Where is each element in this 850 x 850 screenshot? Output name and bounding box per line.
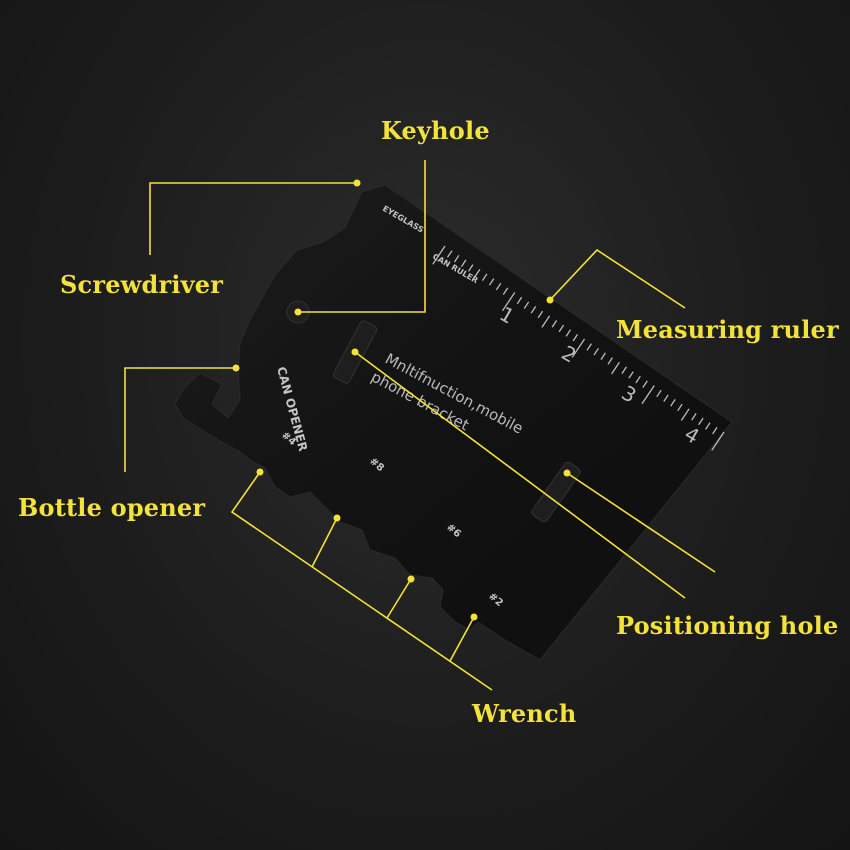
callout-dots <box>232 179 571 621</box>
screwdriver-dot <box>353 179 361 187</box>
positioning-dot-a <box>351 348 359 356</box>
ruler-tick <box>571 338 586 358</box>
ruler-tick <box>691 413 697 421</box>
ruler-ticks <box>432 245 725 451</box>
ruler-tick <box>551 320 558 328</box>
ruler-tick <box>453 254 460 263</box>
ruler-tick <box>705 422 711 430</box>
ruler-tick <box>537 310 544 319</box>
wrench-tick-2 <box>386 578 412 619</box>
callout-keyhole: Keyhole <box>381 116 490 145</box>
ruler-tick <box>600 352 606 360</box>
ruler-tick <box>635 375 641 384</box>
ruler-tick <box>501 292 516 312</box>
ruler-tick <box>467 264 474 272</box>
ruler-tick <box>621 366 627 374</box>
ruler-tick <box>711 431 725 451</box>
wrench-dot-1 <box>256 468 264 476</box>
ruler-tick <box>663 394 669 402</box>
bottle-opener-leader <box>124 367 236 472</box>
ruler-tick <box>516 296 523 305</box>
card-body <box>174 184 733 661</box>
ruler-tick <box>488 278 495 286</box>
wrench-dot-4 <box>470 613 478 621</box>
ruler-tick <box>530 306 537 314</box>
ruler-tick <box>432 245 446 265</box>
ruler-tick <box>481 273 488 281</box>
positioning-leader-a <box>354 351 686 599</box>
ruler-tick <box>446 250 453 258</box>
wrench-dot-3 <box>407 575 415 583</box>
ruler-tick <box>641 385 655 405</box>
ruler-tick <box>677 403 683 412</box>
keyhole-dot <box>294 308 302 316</box>
positioning-leader-b <box>566 472 716 573</box>
wrench-bracket <box>230 471 493 691</box>
ruler-tick <box>670 399 676 407</box>
ruler-tick <box>656 389 662 398</box>
wrench-dot-2 <box>333 514 341 522</box>
ruler-tick <box>460 259 467 267</box>
ruler-tick <box>607 357 613 365</box>
callout-wrench: Wrench <box>472 699 577 728</box>
callout-positioning-hole: Positioning hole <box>616 611 839 640</box>
ruler-tick <box>611 361 620 375</box>
callout-screwdriver: Screwdriver <box>60 270 224 299</box>
screwdriver-leader <box>149 182 357 255</box>
ruler-tick <box>642 380 648 388</box>
wrench-tick-3 <box>449 616 475 662</box>
ruler-tick <box>586 343 593 351</box>
ruler-tick <box>502 287 509 295</box>
ruler-tick <box>572 334 579 342</box>
ruler-dot <box>546 296 554 304</box>
bottle-opener-dot <box>232 364 240 372</box>
ruler-tick <box>471 268 481 282</box>
callout-bottle-opener: Bottle opener <box>18 493 206 522</box>
ruler-tick <box>680 408 690 421</box>
ruler-tick <box>523 301 530 309</box>
keyhole-leader <box>298 160 426 313</box>
positioning-slot <box>531 461 581 523</box>
ruler-tick <box>698 417 704 426</box>
wrench-tick-1 <box>311 517 338 568</box>
ruler-tick <box>712 427 718 435</box>
ruler-tick <box>558 324 565 333</box>
callout-measuring-ruler: Measuring ruler <box>616 315 839 344</box>
positioning-dot-b <box>563 469 571 477</box>
callout-lines <box>124 160 716 691</box>
ruler-tick <box>495 282 502 291</box>
ruler-tick <box>541 315 551 328</box>
ruler-leader <box>549 248 686 309</box>
ruler-tick <box>593 347 600 356</box>
ruler-tick <box>565 329 572 337</box>
ruler-tick <box>628 371 634 379</box>
